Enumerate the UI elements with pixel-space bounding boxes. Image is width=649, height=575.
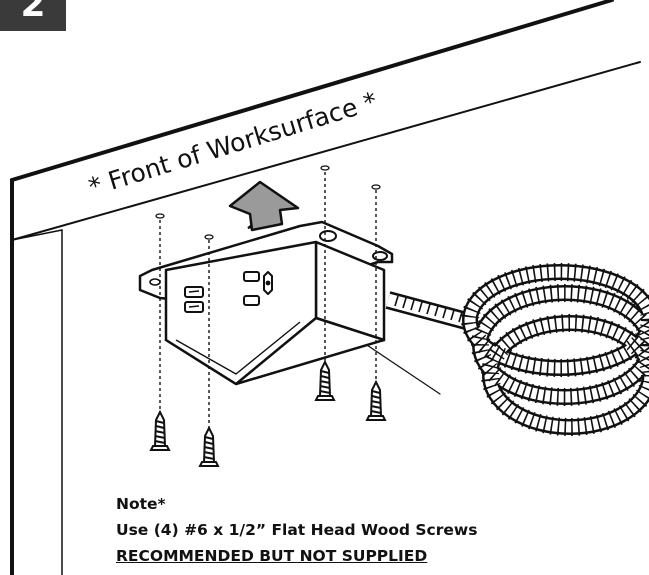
note-title: Note* xyxy=(116,495,166,513)
up-arrow-icon xyxy=(228,180,300,232)
step-number-badge: 2 xyxy=(0,0,66,31)
note-line-2: RECOMMENDED BUT NOT SUPPLIED xyxy=(116,547,428,565)
note-line-1: Use (4) #6 x 1/2” Flat Head Wood Screws xyxy=(116,521,478,539)
coiled-cord-icon xyxy=(385,263,649,436)
step-number: 2 xyxy=(20,0,46,25)
wood-screw-icon xyxy=(150,361,386,467)
note-block: Note* Use (4) #6 x 1/2” Flat Head Wood S… xyxy=(116,491,477,569)
screw-guide-lines xyxy=(159,172,377,432)
power-outlet-icon xyxy=(138,220,394,386)
